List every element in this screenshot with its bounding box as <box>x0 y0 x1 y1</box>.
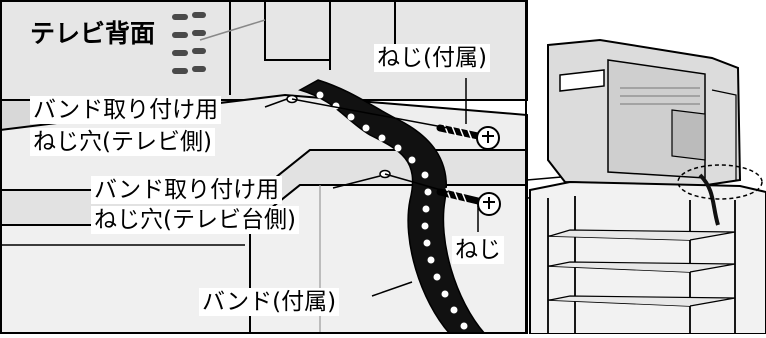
screw-upper <box>436 123 500 150</box>
label-band-hole-tv-line2: ねじ穴(テレビ側) <box>30 128 215 156</box>
screw-lower <box>436 187 501 216</box>
label-band-hole-stand-line1: バンド取り付け用 <box>91 176 283 204</box>
label-screw-included: ねじ(付属) <box>374 44 490 72</box>
vent-slots <box>172 12 206 74</box>
label-band-hole-stand-line2: ねじ穴(テレビ台側) <box>91 206 299 234</box>
label-tv-back: テレビ背面 <box>30 19 156 48</box>
label-band-hole-tv-line1: バンド取り付け用 <box>30 96 222 124</box>
label-screw: ねじ <box>452 236 504 264</box>
leader-lines <box>264 78 479 297</box>
label-band-included: バンド(付属) <box>199 288 340 316</box>
overview-tv-on-stand <box>529 38 766 335</box>
